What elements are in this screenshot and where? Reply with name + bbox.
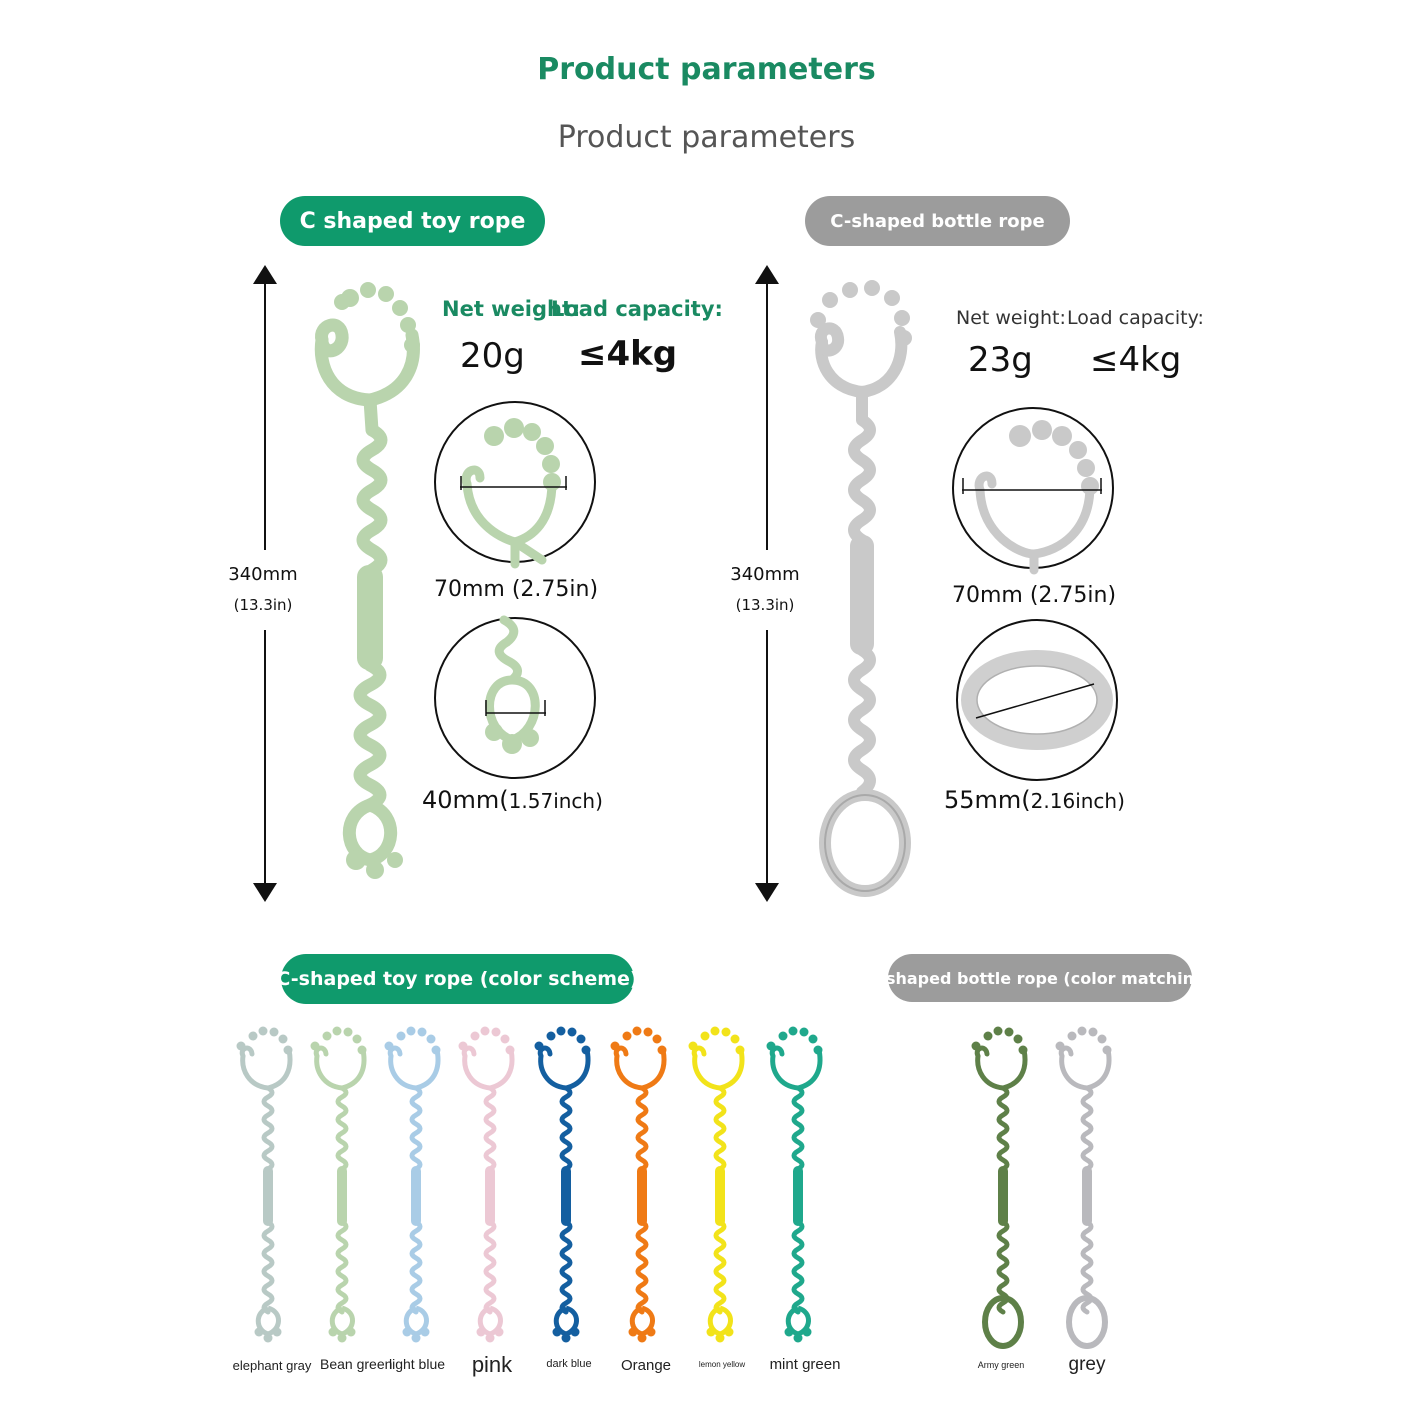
color-name-mint-green: mint green: [769, 1356, 841, 1373]
toy-rope-variant-2: [384, 1026, 441, 1343]
toy-bottom-clip-dim: 40mm(1.57inch): [422, 786, 603, 814]
toy-rope-variant-0: [236, 1026, 293, 1343]
bottle-capacity-value: ≤4kg: [1090, 340, 1182, 380]
bottle-rope-variant-0: [971, 1026, 1028, 1349]
color-name-orange: Orange: [620, 1357, 672, 1374]
bottle-rope-illustration: [810, 280, 912, 897]
bottle-length-in: (13.3in): [735, 596, 795, 614]
toy-rope-variant-1: [310, 1026, 367, 1343]
toy-bottom-clip-detail: [434, 615, 596, 779]
bottle-weight-value: 23g: [968, 340, 1033, 380]
toy-rope-tag: C shaped toy rope: [280, 196, 545, 246]
toy-length-in: (13.3in): [233, 596, 293, 614]
color-name-bean-green: Bean green: [320, 1356, 393, 1372]
toy-top-ring-dim: 70mm (2.75in): [434, 577, 599, 602]
toy-rope-variant-6: [688, 1026, 745, 1343]
color-name-lemon-yellow: lemon yellow: [698, 1360, 746, 1369]
toy-rope-variant-3: [458, 1026, 515, 1343]
color-name-dark-blue: dark blue: [546, 1358, 592, 1370]
color-name-army-green: Army green: [977, 1360, 1025, 1370]
bottle-bottom-ring-detail: [956, 619, 1118, 781]
toy-bottom-clip-dim-mm: 40mm(: [422, 786, 509, 814]
bottle-length-mm: 340mm: [730, 564, 800, 585]
page-subtitle: Product parameters: [557, 120, 856, 155]
toy-length-arrow: [253, 265, 277, 902]
color-name-grey: grey: [1068, 1354, 1106, 1375]
bottle-colors-tag: C-shaped bottle rope (color matching): [867, 954, 1213, 1002]
bottle-bottom-ring-dim-mm: 55mm(: [944, 786, 1031, 814]
toy-capacity-label: Load capacity:: [551, 297, 723, 321]
toy-colors-tag: C-shaped toy rope (color scheme): [276, 954, 639, 1004]
bottle-bottom-ring-dim-in: 2.16inch): [1030, 789, 1125, 813]
toy-bottom-clip-dim-in: 1.57inch): [508, 789, 603, 813]
toy-length-mm: 340mm: [228, 564, 298, 585]
color-name-pink: pink: [471, 1352, 513, 1377]
bottle-rope-tag: C-shaped bottle rope: [805, 196, 1070, 246]
bottle-bottom-ring-dim: 55mm(2.16inch): [944, 786, 1125, 814]
bottle-length-arrow: [755, 265, 779, 902]
toy-top-ring-detail: [434, 401, 596, 569]
bottle-top-ring-dim: 70mm (2.75in): [952, 583, 1117, 608]
toy-rope-variant-7: [766, 1026, 823, 1343]
bottle-capacity-label: Load capacity:: [1067, 307, 1204, 329]
color-name-elephant-gray: elephant gray: [232, 1358, 312, 1373]
bottle-weight-label: Net weight:: [956, 307, 1066, 329]
bottle-rope-variant-1: [1055, 1026, 1112, 1349]
toy-weight-label: Net weight:: [442, 297, 581, 321]
bottle-top-ring-detail: [952, 407, 1114, 575]
toy-capacity-value: ≤4kg: [578, 334, 678, 374]
toy-rope-illustration: [314, 282, 420, 879]
page-title: Product parameters: [537, 52, 876, 87]
color-name-light-blue: light blue: [388, 1356, 446, 1372]
toy-weight-value: 20g: [460, 336, 525, 376]
toy-rope-variant-4: [534, 1026, 591, 1343]
toy-rope-variant-5: [610, 1026, 667, 1343]
